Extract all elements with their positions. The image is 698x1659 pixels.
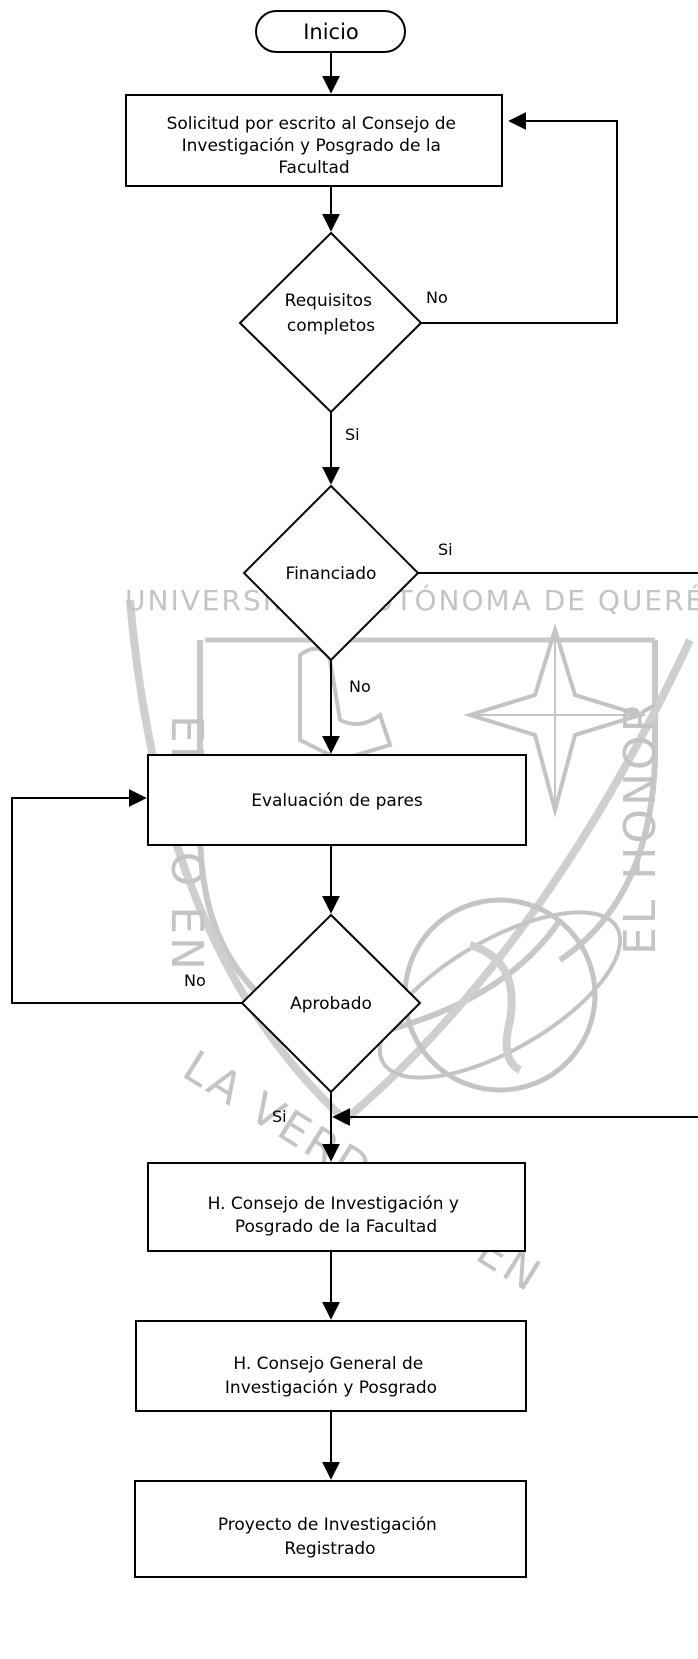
node-consejo-general: H. Consejo General de Investigación y Po… [135,1320,527,1412]
connectors [11,52,698,1480]
solicitud-line-1: Solicitud por escrito al Consejo de [167,114,456,134]
consejo-general-line-2: Investigación y Posgrado [225,1378,437,1398]
financiado-label: Financiado [286,564,377,584]
requisitos-label: Requisitos completos [285,291,378,336]
decision-aprobado: Aprobado [240,913,422,1094]
edge-aprobado-no [11,789,242,1004]
solicitud-line-2: Investigación y Posgrado de la [182,136,441,156]
consejo-facultad-label: H. Consejo de Investigación y Posgrado d… [208,1194,465,1237]
solicitud-line-3: Facultad [278,158,349,178]
compass-star-icon [463,623,647,818]
evaluacion-label: Evaluación de pares [251,791,423,811]
node-solicitud: Solicitud por escrito al Consejo de Inve… [125,94,503,187]
requisitos-line-2: completos [287,316,375,336]
decision-financiado: Financiado [242,484,420,662]
label-aprobado-si: Si [272,1107,287,1126]
watermark-right: EL HONOR [615,699,666,955]
label-financiado-no: No [349,677,371,696]
decision-requisitos: Requisitos completos [238,231,423,414]
registrado-line-1: Proyecto de Investigación [218,1515,437,1535]
inicio-label: Inicio [303,20,359,44]
watermark-university: UNIVERSIDAD AUTÓNOMA DE QUERÉTARO [125,583,698,617]
registrado-line-2: Registrado [284,1539,375,1559]
consejo-facultad-line-1: H. Consejo de Investigación y [208,1194,459,1214]
node-consejo-facultad: H. Consejo de Investigación y Posgrado d… [147,1162,526,1252]
node-registrado: Proyecto de Investigación Registrado [134,1480,527,1578]
label-requisitos-no: No [426,288,448,307]
registrado-label: Proyecto de Investigación Registrado [218,1515,442,1559]
globe-icon [377,897,623,1093]
aprobado-label: Aprobado [290,994,372,1014]
edge-requisitos-no [421,112,618,324]
node-evaluacion: Evaluación de pares [147,754,527,846]
label-requisitos-si: Si [345,425,360,444]
label-financiado-si: Si [438,540,453,559]
edge-labels: No Si Si No No Si [184,288,453,1126]
requisitos-line-1: Requisitos [285,291,372,311]
label-aprobado-no: No [184,971,206,990]
consejo-facultad-line-2: Posgrado de la Facultad [235,1217,437,1237]
node-inicio: Inicio [255,10,406,53]
consejo-general-label: H. Consejo General de Investigación y Po… [225,1354,437,1398]
consejo-general-line-1: H. Consejo General de [233,1354,423,1374]
solicitud-label: Solicitud por escrito al Consejo de Inve… [167,114,462,178]
